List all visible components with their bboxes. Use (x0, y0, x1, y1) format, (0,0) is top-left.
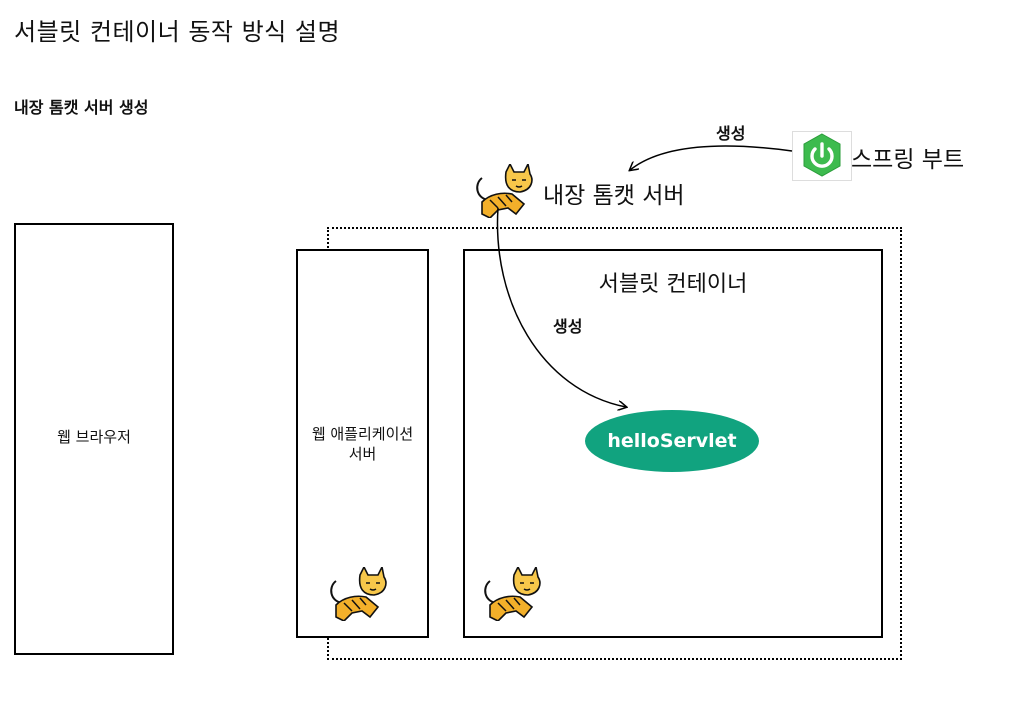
page-title: 서블릿 컨테이너 동작 방식 설명 (14, 12, 340, 47)
tomcat-icon (322, 567, 390, 621)
was-label-line1: 웹 애플리케이션 (298, 424, 427, 444)
spring-boot-label: 스프링 부트 (851, 140, 964, 174)
section-title: 내장 톰캣 서버 생성 (14, 94, 148, 118)
hello-servlet-node: helloServlet (585, 410, 759, 472)
create-label-spring: 생성 (716, 120, 745, 144)
was-label-line2: 서버 (298, 444, 427, 464)
servlet-container-title: 서블릿 컨테이너 (463, 266, 883, 298)
was-label: 웹 애플리케이션 서버 (298, 424, 427, 464)
arrow-spring-to-tomcat (630, 146, 792, 170)
web-browser-label: 웹 브라우저 (14, 427, 174, 447)
spring-boot-icon (792, 131, 852, 181)
create-label-tomcat: 생성 (553, 313, 582, 337)
tomcat-icon (476, 567, 544, 621)
embedded-tomcat-label: 내장 톰캣 서버 (543, 176, 685, 210)
tomcat-icon (468, 164, 536, 218)
